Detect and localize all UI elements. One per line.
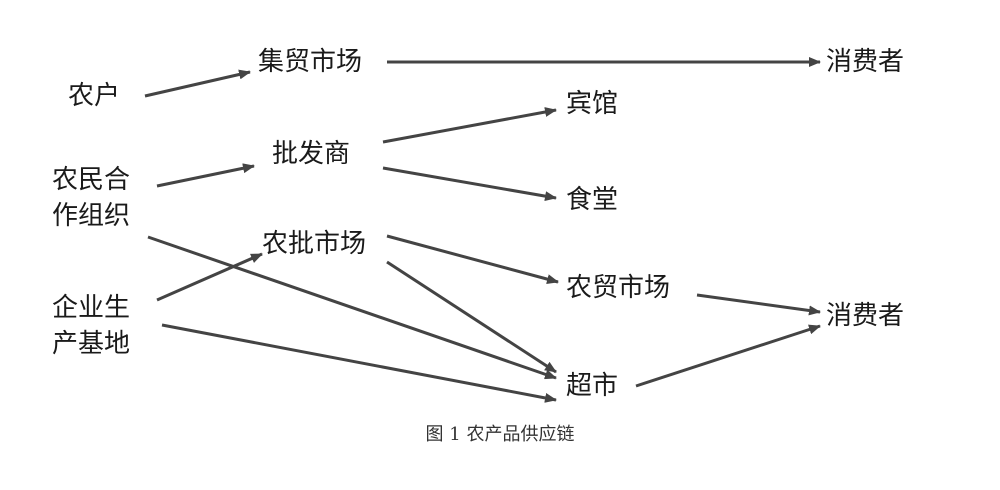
arrow-8	[161, 323, 557, 403]
figure-caption: 图 1 农产品供应链	[425, 424, 575, 445]
node-wholesaler: 批发商	[272, 139, 351, 169]
node-consumer-top: 消费者	[826, 47, 905, 77]
arrow-5	[382, 166, 557, 202]
node-farmer: 农户	[68, 81, 121, 111]
node-farmer-coop-line1: 农民合	[52, 165, 131, 195]
node-farm-trade-market: 农贸市场	[566, 273, 671, 303]
node-enterprise-base: 企业生 产基地	[52, 290, 130, 362]
arrow-12	[635, 324, 821, 388]
arrow-3	[156, 163, 255, 188]
arrow-6	[156, 252, 263, 302]
arrow-9	[386, 234, 559, 284]
node-enterprise-base-line2: 产基地	[52, 329, 131, 359]
arrow-4	[382, 107, 557, 144]
arrow-11	[696, 293, 821, 316]
node-canteen: 食堂	[566, 185, 619, 215]
node-bazaar: 集贸市场	[258, 47, 363, 77]
node-consumer-right: 消费者	[826, 301, 905, 331]
node-supermarket: 超市	[566, 371, 619, 401]
node-enterprise-base-line1: 企业生	[52, 293, 131, 323]
arrow-7	[147, 235, 557, 380]
node-farmer-coop: 农民合 作组织	[52, 162, 130, 234]
arrow-1	[144, 69, 251, 98]
node-farmer-coop-line2: 作组织	[52, 201, 131, 231]
node-wholesale-market: 农批市场	[262, 229, 367, 259]
node-hotel: 宾馆	[566, 89, 619, 119]
edge-group	[144, 57, 821, 403]
arrow-10	[386, 260, 557, 374]
